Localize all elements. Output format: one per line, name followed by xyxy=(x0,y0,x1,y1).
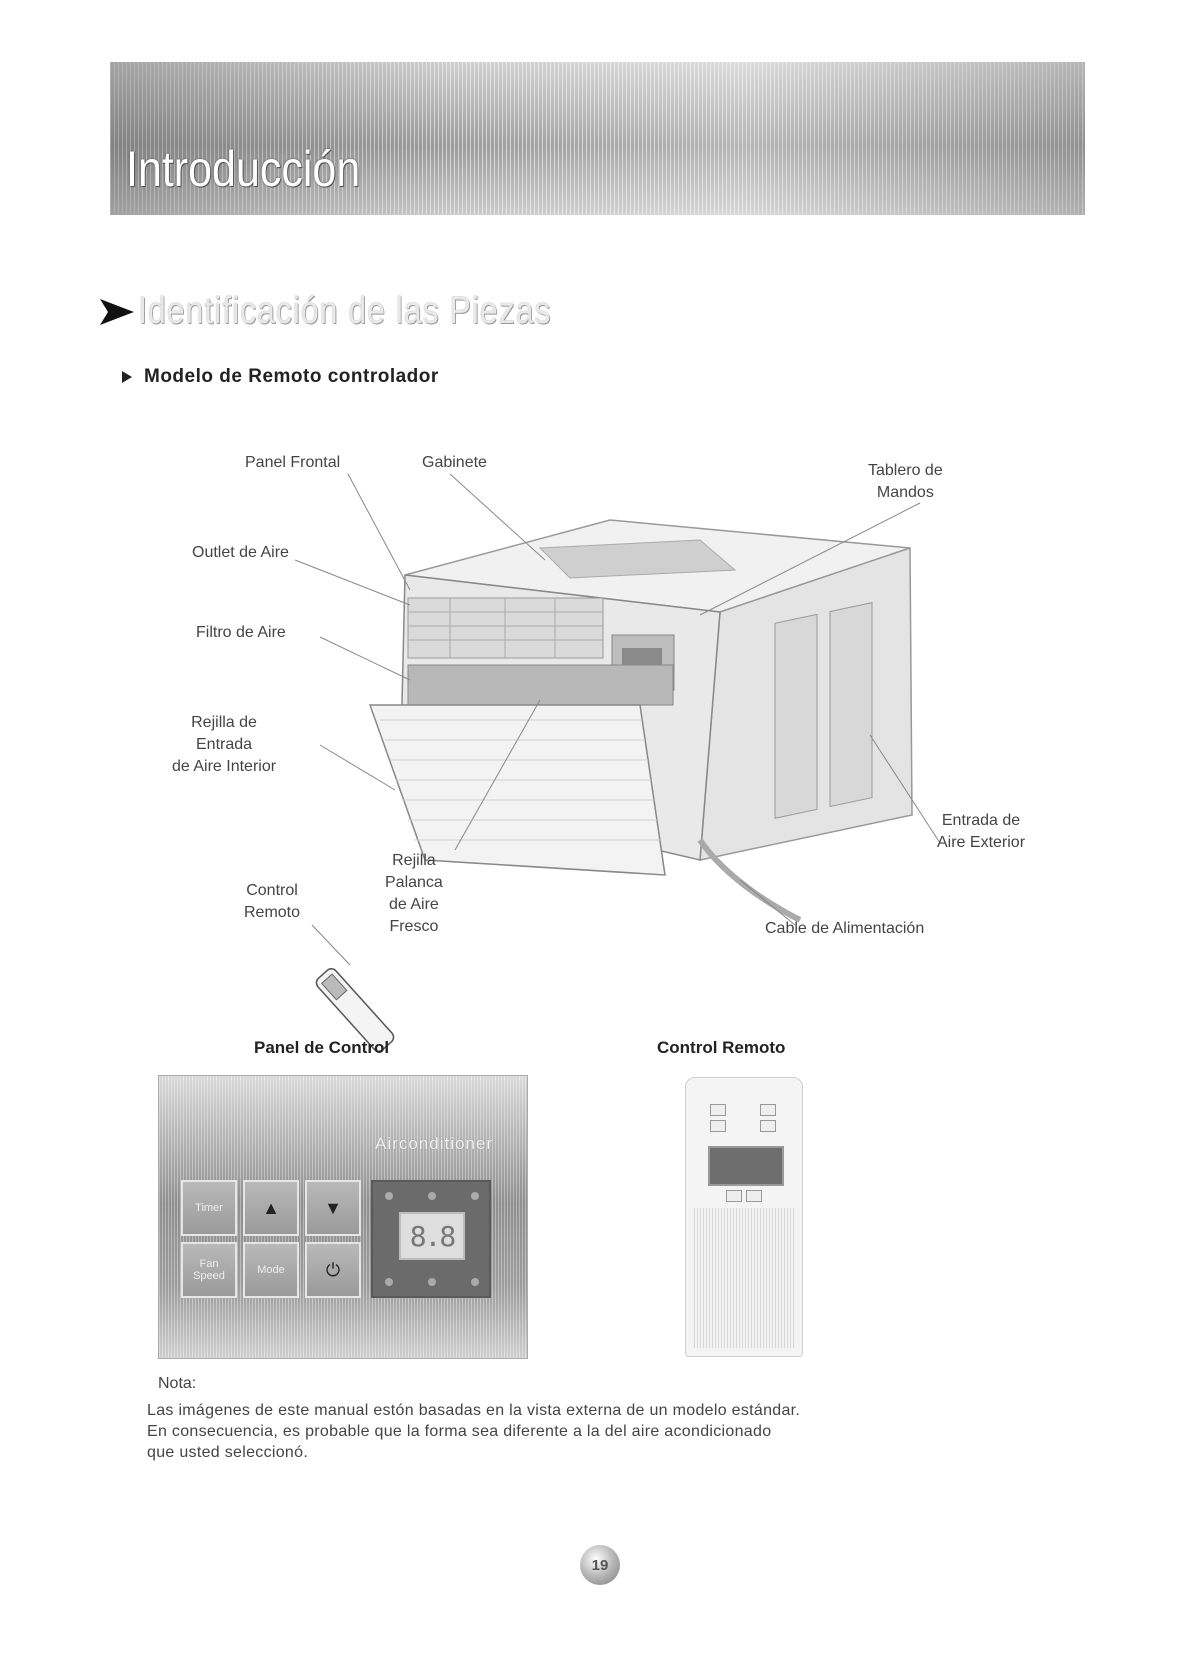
label-rejilla-entrada: Rejilla de Entrada de Aire Interior xyxy=(172,712,276,778)
caption-panel-control: Panel de Control xyxy=(254,1038,389,1058)
section-title: Identificación de las Piezas xyxy=(138,290,551,333)
label-cable: Cable de Alimentación xyxy=(765,918,924,940)
header-banner: Introducción xyxy=(110,62,1085,215)
label-tablero: Tablero de Mandos xyxy=(868,460,943,504)
label-entrada-exterior: Entrada de Aire Exterior xyxy=(937,810,1025,854)
control-panel-brand: Airconditioner xyxy=(375,1134,493,1154)
indicator-light xyxy=(428,1278,436,1286)
control-panel-display: 8.8 xyxy=(371,1180,491,1298)
triangle-bullet-icon xyxy=(122,371,132,383)
control-panel-illustration: Airconditioner Timer ▲ ▼ Fan Speed Mode … xyxy=(158,1075,528,1359)
label-control-remoto: Control Remoto xyxy=(244,880,300,924)
timer-button: Timer xyxy=(181,1180,237,1236)
fan-speed-button: Fan Speed xyxy=(181,1242,237,1298)
label-gabinete: Gabinete xyxy=(422,452,487,474)
lcd-readout: 8.8 xyxy=(399,1212,465,1260)
ac-front xyxy=(400,575,720,860)
indicator-light xyxy=(385,1192,393,1200)
indicator-light xyxy=(428,1192,436,1200)
ac-control-display xyxy=(622,648,662,670)
remote-button xyxy=(710,1104,726,1116)
page-title: Introducción xyxy=(126,140,360,198)
label-filtro-aire: Filtro de Aire xyxy=(196,622,286,644)
ac-side-vent-1 xyxy=(775,614,817,818)
remote-grip xyxy=(692,1208,796,1348)
note-title: Nota: xyxy=(158,1375,196,1393)
subsection-title: Modelo de Remoto controlador xyxy=(144,366,439,388)
temp-down-button: ▼ xyxy=(305,1180,361,1236)
label-outlet-aire: Outlet de Aire xyxy=(192,542,289,564)
remote-control-illustration xyxy=(685,1077,803,1357)
note-body: Las imágenes de este manual estón basada… xyxy=(147,1400,1027,1463)
indicator-light xyxy=(471,1192,479,1200)
ac-top xyxy=(405,520,910,612)
remote-button xyxy=(760,1120,776,1132)
indicator-light xyxy=(471,1278,479,1286)
label-rejilla-palanca: Rejilla Palanca de Aire Fresco xyxy=(385,850,443,938)
remote-button xyxy=(710,1120,726,1132)
power-button: ⏻ xyxy=(305,1242,361,1298)
remote-button xyxy=(726,1190,742,1202)
ac-right-side xyxy=(700,548,912,860)
remote-screen xyxy=(708,1146,784,1186)
remote-button xyxy=(746,1190,762,1202)
ac-side-vent-2 xyxy=(830,603,872,807)
subsection-heading: Modelo de Remoto controlador xyxy=(122,366,439,388)
section-heading: Identificación de las Piezas xyxy=(100,290,624,333)
arrow-right-icon xyxy=(100,299,134,325)
power-cable xyxy=(700,840,800,920)
caption-control-remoto: Control Remoto xyxy=(657,1038,785,1058)
indicator-light xyxy=(385,1278,393,1286)
temp-up-button: ▲ xyxy=(243,1180,299,1236)
remote-button xyxy=(760,1104,776,1116)
label-panel-frontal: Panel Frontal xyxy=(245,452,340,474)
mode-button: Mode xyxy=(243,1242,299,1298)
page-number: 19 xyxy=(580,1545,620,1585)
ac-outlet xyxy=(408,598,603,658)
ac-control-board xyxy=(612,635,674,690)
ac-filter xyxy=(408,665,673,705)
ac-top-vent xyxy=(540,540,735,578)
